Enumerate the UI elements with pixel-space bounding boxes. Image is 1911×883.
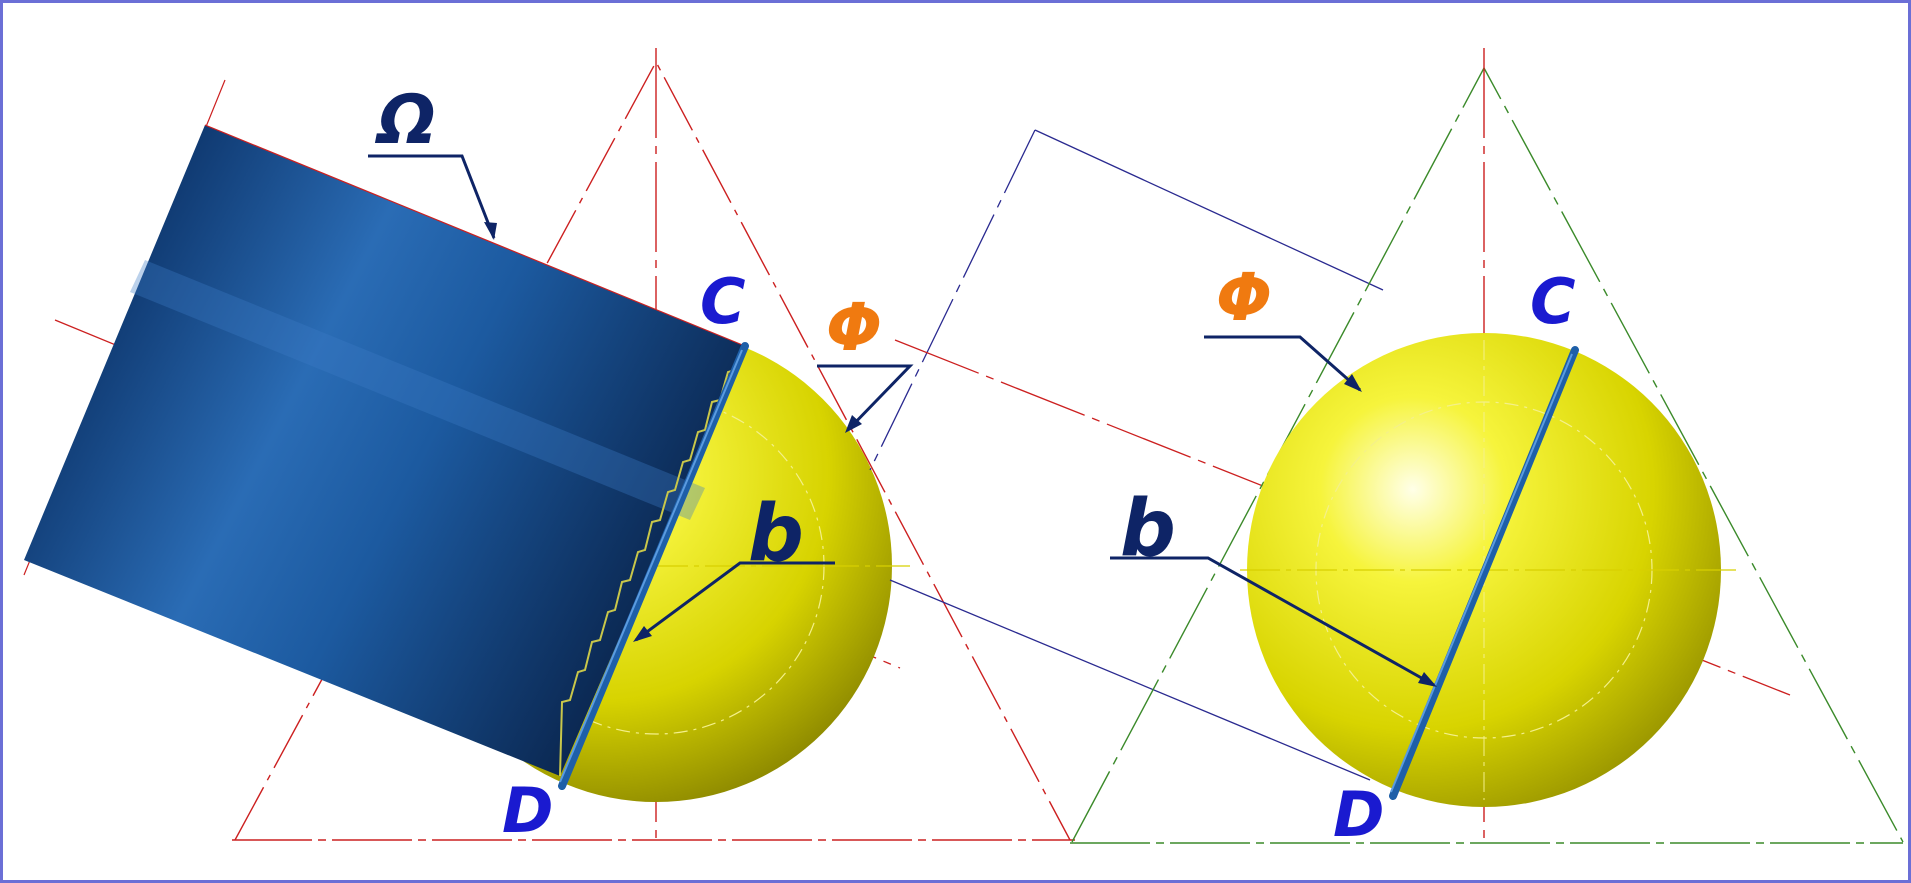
left-section-line-highlight bbox=[559, 349, 743, 783]
left-section-line bbox=[558, 342, 749, 790]
left-view: C D Ω Φ b bbox=[23, 48, 1075, 847]
right-view: C D Φ b bbox=[869, 48, 1904, 851]
left-point-d-label: D bbox=[502, 774, 553, 847]
b-left-leader bbox=[635, 561, 835, 642]
right-construction-lower bbox=[889, 579, 1371, 781]
phi-right-leader bbox=[1204, 335, 1361, 392]
phi-left-leader-arrowhead bbox=[845, 415, 862, 433]
omega-label: Ω bbox=[374, 81, 436, 160]
b-right-leader-arrowhead bbox=[1418, 672, 1437, 687]
right-point-d-label: D bbox=[1333, 778, 1384, 851]
b-right-leader bbox=[1110, 556, 1435, 687]
right-point-c-label: C bbox=[1530, 265, 1576, 338]
right-section-line-highlight bbox=[1390, 353, 1573, 793]
b-left-label: b bbox=[748, 489, 804, 579]
left-cylinder-cut-edge bbox=[559, 345, 746, 777]
b-left-leader-arrowhead bbox=[633, 626, 652, 642]
omega-leader bbox=[368, 154, 496, 239]
omega-leader-arrowhead bbox=[484, 222, 497, 240]
right-section-line bbox=[1389, 346, 1579, 800]
left-point-c-label: C bbox=[700, 265, 746, 338]
phi-left-leader bbox=[817, 364, 914, 432]
phi-right-label: Φ bbox=[1216, 259, 1272, 336]
phi-right-leader-arrowhead bbox=[1344, 374, 1362, 392]
left-cylinder bbox=[24, 125, 745, 776]
b-right-label: b bbox=[1120, 484, 1176, 574]
left-cylinder-top-edge bbox=[204, 124, 746, 347]
phi-left-label: Φ bbox=[826, 289, 882, 366]
right-construction-outline bbox=[1034, 129, 1384, 291]
left-cylinder-highlight bbox=[130, 260, 705, 520]
right-construction-left bbox=[869, 129, 1036, 471]
